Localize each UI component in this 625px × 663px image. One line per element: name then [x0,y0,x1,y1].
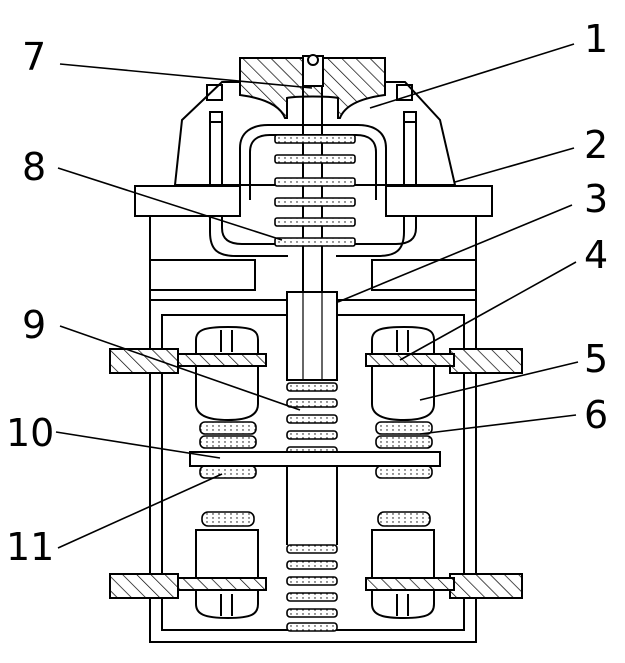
middle-spring [286,382,338,456]
leader-9 [59,325,301,411]
callout-2: 2 [584,123,608,167]
plunger-block [286,291,338,381]
leader-1 [369,43,575,109]
callout-labels: 1 2 3 4 5 6 7 8 9 10 11 [6,17,608,569]
leader-11 [57,473,223,549]
cap-hatched-block [239,57,386,119]
callout-11: 11 [6,525,54,569]
callout-1: 1 [584,17,608,61]
leader-4 [399,261,577,361]
side-rails [209,111,417,257]
leader-5 [419,361,579,401]
callout-10: 10 [6,411,54,455]
leader-8 [57,167,283,241]
right-upper-contact [365,325,455,422]
leader-6 [419,414,577,435]
body-flange [134,185,493,643]
callout-7: 7 [22,35,46,79]
callout-3: 3 [584,177,608,221]
top-cap [173,54,457,186]
callout-4: 4 [584,233,608,277]
contact-bridge [189,451,441,467]
leader-10 [55,431,221,459]
leader-lines [55,43,579,549]
callout-5: 5 [584,337,608,381]
leader-3 [337,204,573,303]
terminal-bars [109,348,523,599]
leader-7 [59,63,313,89]
lower-spring [286,544,338,632]
contact-pads [199,421,433,479]
callout-6: 6 [584,393,608,437]
left-upper-contact [177,325,267,422]
lower-contacts [177,511,455,620]
callout-8: 8 [22,145,46,189]
leader-2 [454,147,575,183]
callout-9: 9 [22,303,46,347]
central-rod [286,86,338,545]
upper-spring [274,134,356,247]
